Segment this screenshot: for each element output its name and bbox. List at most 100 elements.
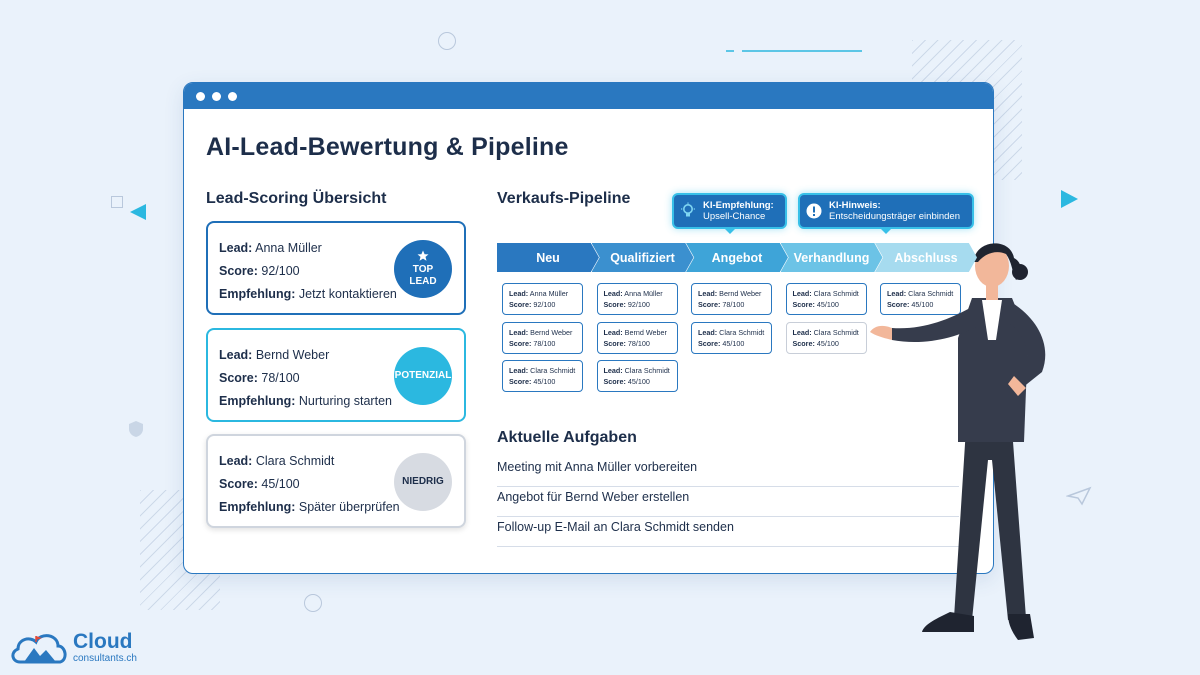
ai-hint-tooltip: KI-Hinweis:Entscheidungsträger einbinden [798,193,974,234]
pipeline-stage-abschluss[interactable]: Abschluss [875,243,977,272]
tip-title: KI-Hinweis: [829,200,881,211]
app-window: AI-Lead-Bewertung & Pipeline Lead-Scorin… [183,82,994,574]
lead-name-label: Lead: [219,454,253,468]
pipeline-lead-lead: Clara Schmidt [530,366,576,375]
pipeline-score-label: Score: [509,300,532,309]
lead-recommendation: Später überprüfen [298,500,400,514]
alert-icon [806,203,822,219]
ai-recommendation-tooltip: KI-Empfehlung:Upsell-Chance [672,193,787,234]
square-decoration [111,196,123,208]
pipeline-lead-label: Lead: [603,289,623,298]
pipeline-lead-score-row: Score: 45/100 [793,338,866,349]
pipeline-lead-score: 45/100 [816,338,839,348]
pipeline-lead-label: Lead: [698,289,718,298]
lead-recommendation-label: Empfehlung: [219,500,296,514]
lead-score: 78/100 [261,371,300,385]
pipeline-lead-score-row: Score: 45/100 [604,376,677,387]
pipeline-lead-lead: Bernd Weber [624,327,667,337]
pipeline-lead-score: 92/100 [627,300,650,309]
tasks-title: Aktuelle Aufgaben [497,429,637,446]
pipeline-lead-label: Lead: [887,289,907,298]
pipeline-lead-score: 45/100 [816,300,839,309]
lead-recommendation-label: Empfehlung: [219,287,296,301]
pipeline-score-label: Score: [603,300,626,309]
badge-text: LEAD [409,276,437,287]
pipeline-lead-lead: Clara Schmidt [624,366,670,375]
pipeline-lead-lead-row: Lead: Bernd Weber [509,327,582,338]
pipeline-lead-lead: Clara Schmidt [719,327,765,337]
lead-recommendation: Nurturing starten [298,394,392,408]
pipeline-lead-score: 78/100 [627,338,650,348]
pipeline-lead-score-row: Score: 78/100 [698,299,771,310]
lead-score-row: Score: 45/100 [219,473,464,496]
tip-title: KI-Empfehlung: [703,200,774,211]
pipeline-lead-lead: Clara Schmidt [813,289,859,298]
pipeline-lead-lead-row: Lead: Clara Schmidt [509,365,582,376]
cloud-mountain-icon [11,634,67,664]
lead-recommendation-row: Empfehlung: Jetzt kontaktieren [219,283,464,306]
pipeline-stage-neu[interactable]: Neu [497,243,599,272]
task-item[interactable]: Follow-up E-Mail an Clara Schmidt senden [497,517,959,547]
pipeline-lead-lead-row: Lead: Anna Müller [604,288,677,299]
pipeline-lead-score-row: Score: 78/100 [509,338,582,349]
lead-recommendation-row: Empfehlung: Später überprüfen [219,496,464,519]
pipeline-lead-lead-row: Lead: Clara Schmidt [793,327,866,338]
pipeline-lead-lead: Anna Müller [624,289,663,298]
task-item[interactable]: Meeting mit Anna Müller vorbereiten [497,457,959,487]
priority-badge: POTENZIAL [394,347,452,405]
pipeline-lead-score-row: Score: 92/100 [509,299,582,310]
pipeline-stage-angebot[interactable]: Angebot [686,243,788,272]
triangle-right-decoration [1061,190,1078,208]
pipeline-lead-score-row: Score: 45/100 [509,376,582,387]
lead-score-label: Score: [219,477,258,491]
lead-name-label: Lead: [219,348,253,362]
window-control-dot[interactable] [196,91,205,101]
task-item[interactable]: Angebot für Bernd Weber erstellen [497,487,959,517]
lead-recommendation: Jetzt kontaktieren [298,287,397,301]
pipeline-lead-score: 45/100 [722,338,745,348]
lead-name: Bernd Weber [255,348,330,362]
pipeline-lead-lead-row: Lead: Clara Schmidt [887,288,960,299]
pipeline-lead-score-row: Score: 92/100 [604,299,677,310]
lightbulb-icon [681,202,695,217]
tip-text: Entscheidungsträger einbinden [829,211,960,222]
lead-score: 45/100 [261,477,300,491]
window-control-dot[interactable] [212,91,221,101]
pipeline-lead-score-row: Score: 45/100 [698,338,771,349]
priority-badge: NIEDRIG [394,453,452,511]
pipeline-lead-lead-row: Lead: Bernd Weber [698,288,771,299]
pipeline-lead-lead: Clara Schmidt [908,289,954,298]
star-icon [417,250,429,261]
window-control-dot[interactable] [228,91,237,101]
badge-text: POTENZIAL [394,370,452,381]
pipeline-stage-verhandlung[interactable]: Verhandlung [780,243,883,272]
line-decoration [726,50,734,52]
tip-text: Upsell-Chance [703,211,766,222]
pipeline-lead-lead-row: Lead: Bernd Weber [604,327,677,338]
pipeline-lead-lead-row: Lead: Clara Schmidt [698,327,771,338]
pipeline-score-label: Score: [698,338,721,348]
lead-score-row: Score: 78/100 [219,367,464,390]
circle-decoration [438,32,456,50]
lead-score-label: Score: [219,371,258,385]
pipeline-lead-score-row: Score: 45/100 [887,299,960,310]
lead-scoring-title: Lead-Scoring Übersicht [206,190,387,207]
pipeline-lead-lead: Bernd Weber [530,327,573,337]
pipeline-lead-score: 45/100 [911,300,934,309]
pipeline-stage-qualifiziert[interactable]: Qualifiziert [591,243,694,272]
paper-plane-icon [1066,486,1092,506]
